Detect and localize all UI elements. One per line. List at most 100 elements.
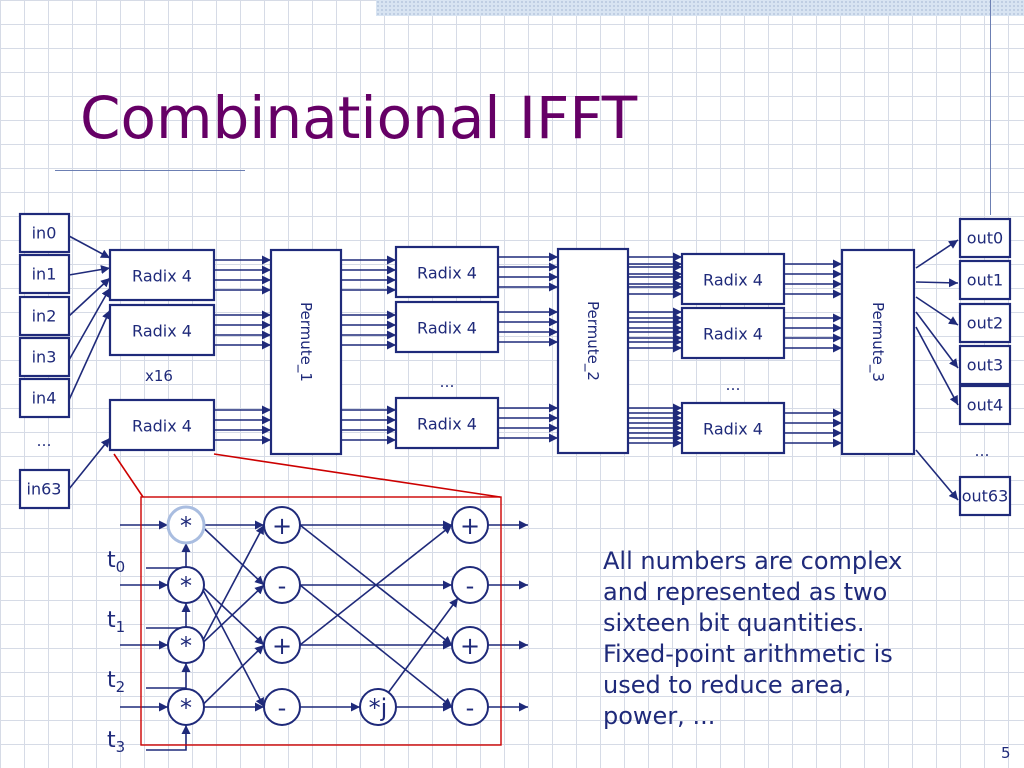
- radix4-label: Radix 4: [703, 325, 763, 344]
- signal-wire: [68, 309, 111, 401]
- note-line: All numbers are complex: [603, 547, 903, 575]
- output-port-label: out0: [967, 229, 1003, 248]
- radix4-label: Radix 4: [417, 415, 477, 434]
- signal-wire: [68, 235, 111, 259]
- twiddle-multiplier-node: [359, 688, 397, 726]
- signal-wire: [199, 584, 265, 646]
- output-port-box: [958, 475, 1012, 517]
- permute-block: [840, 248, 916, 456]
- twiddle-label: t0: [107, 548, 125, 577]
- adder-node: [451, 506, 489, 544]
- note-line: sixteen bit quantities.: [603, 609, 865, 637]
- note-line: and represented as two: [603, 578, 888, 606]
- twiddle-wire: [146, 725, 191, 751]
- ellipsis-label: …: [975, 442, 990, 460]
- output-port-label: out3: [967, 356, 1003, 375]
- input-port-box: [18, 253, 71, 295]
- output-port-box: [958, 302, 1012, 344]
- signal-wire: [199, 644, 265, 708]
- decorative-top-bar: [376, 0, 1024, 16]
- note-line: power, ...: [603, 702, 716, 730]
- note-text: All numbers are complex and represented …: [603, 546, 1003, 732]
- twiddle-label-base: t: [107, 608, 116, 633]
- radix4-block: [108, 398, 216, 452]
- twiddle-wire: [146, 603, 191, 629]
- signal-wire: [387, 597, 459, 694]
- subtractor-node: [263, 688, 301, 726]
- twiddle-label-subscript: 2: [116, 678, 126, 696]
- input-port-label: in63: [27, 480, 62, 499]
- subtractor-node: [263, 566, 301, 604]
- signal-wire: [68, 437, 111, 490]
- subtractor-node-symbol: -: [466, 694, 475, 722]
- output-port-box: [958, 217, 1012, 259]
- output-port-label: out4: [967, 396, 1003, 415]
- multiplier-node: [167, 688, 205, 726]
- radix4-block: [394, 245, 500, 299]
- radix4-block: [680, 252, 786, 306]
- signal-wire: [68, 265, 111, 276]
- adder-node-symbol: +: [460, 512, 480, 540]
- permute-block: [556, 247, 630, 455]
- adder-node: [263, 506, 301, 544]
- ellipsis-label: …: [726, 376, 741, 394]
- signal-wire: [68, 287, 111, 361]
- radix4-block: [108, 248, 216, 302]
- decorative-horizontal-rule: [55, 170, 245, 171]
- twiddle-wire: [146, 543, 191, 569]
- signal-wire: [915, 296, 959, 326]
- radix4-block: [394, 300, 500, 354]
- twiddle-label: t3: [107, 728, 125, 757]
- multiplier-node: [167, 566, 205, 604]
- subtractor-node: [451, 566, 489, 604]
- radix4-block: [680, 306, 786, 360]
- multiplier-node: [166, 505, 206, 545]
- output-port-label: out1: [967, 271, 1003, 290]
- adder-node-symbol: +: [272, 632, 292, 660]
- radix-repeat-label: x16: [145, 367, 173, 385]
- input-port-box: [18, 295, 71, 337]
- radix4-label: Radix 4: [417, 319, 477, 338]
- signal-wire: [199, 524, 265, 586]
- signal-wire: [299, 584, 453, 708]
- twiddle-label-subscript: 0: [116, 558, 126, 576]
- permute-block: [269, 248, 343, 456]
- permute-label: Permute_3: [868, 302, 887, 382]
- subtractor-node: [451, 688, 489, 726]
- input-port-label: in1: [32, 265, 57, 284]
- radix4-label: Radix 4: [703, 420, 763, 439]
- output-port-label: out63: [962, 487, 1009, 506]
- signal-wire: [199, 584, 265, 708]
- twiddle-label: t1: [107, 608, 125, 637]
- radix4-block: [108, 303, 216, 357]
- twiddle-wire: [146, 663, 191, 689]
- radix4-detail-frame: [140, 496, 502, 746]
- twiddle-multiplier-node-symbol: *j: [369, 694, 388, 722]
- page-number: 5: [1001, 744, 1011, 762]
- signal-wire: [915, 239, 959, 269]
- twiddle-label-base: t: [107, 548, 116, 573]
- input-port-label: in0: [32, 224, 57, 243]
- twiddle-label-subscript: 3: [116, 738, 126, 756]
- multiplier-node-symbol: *: [180, 512, 192, 540]
- signal-wire: [915, 449, 959, 501]
- twiddle-label: t2: [107, 668, 125, 697]
- input-port-box: [18, 212, 71, 254]
- multiplier-node-symbol: *: [180, 632, 192, 660]
- radix4-label: Radix 4: [417, 264, 477, 283]
- radix4-label: Radix 4: [132, 322, 192, 341]
- input-port-label: in2: [32, 307, 57, 326]
- signal-wire: [915, 326, 959, 406]
- signal-wire: [915, 311, 959, 369]
- output-port-box: [958, 384, 1012, 426]
- adder-node-symbol: +: [272, 512, 292, 540]
- twiddle-label-base: t: [107, 668, 116, 693]
- multiplier-node-symbol: *: [180, 694, 192, 722]
- adder-node: [451, 626, 489, 664]
- radix4-block: [680, 401, 786, 455]
- radix4-label: Radix 4: [703, 271, 763, 290]
- input-port-box: [18, 377, 71, 419]
- signal-wire: [113, 453, 144, 498]
- input-port-box: [18, 468, 71, 510]
